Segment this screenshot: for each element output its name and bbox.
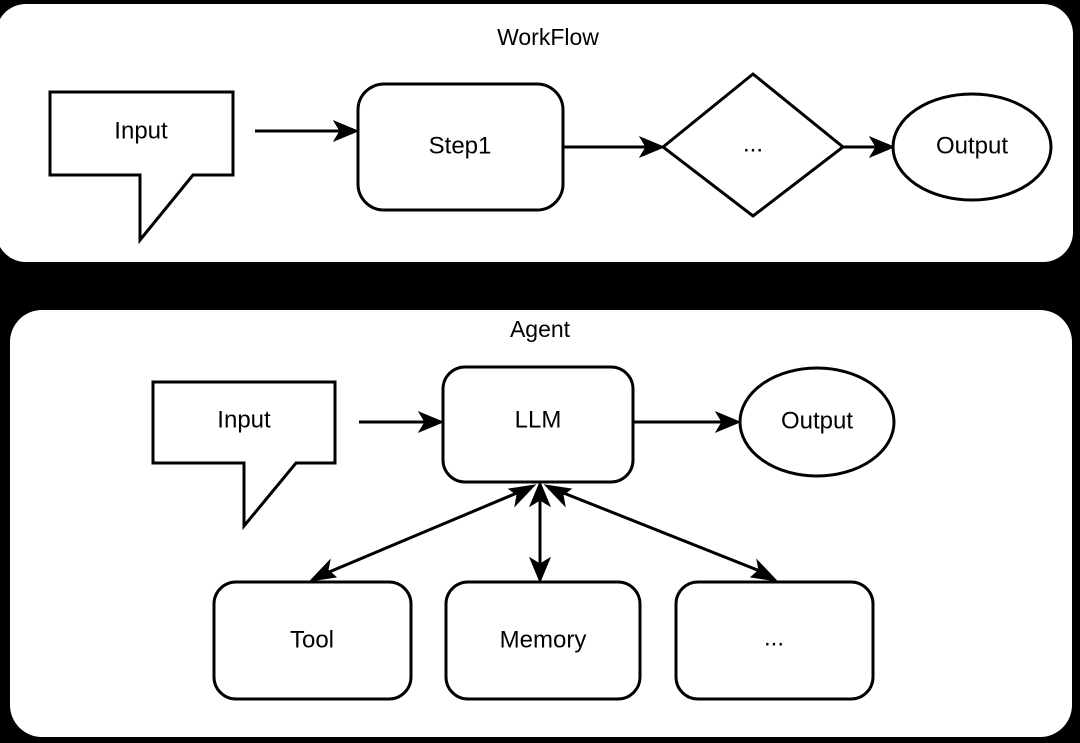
edge-wf-input-to-step1 [255, 119, 360, 143]
callout-shape [48, 90, 235, 245]
edge-ag-llm-to-memory [528, 480, 552, 584]
node-wf-step1-label: Step1 [429, 132, 492, 159]
node-wf-input[interactable]: Input [48, 90, 235, 245]
ellipse-shape [738, 366, 896, 478]
node-wf-input-label: Input [114, 117, 168, 144]
edge-ag-llm-to-dots [543, 484, 779, 582]
edge-wf-step1-to-dots [563, 135, 666, 159]
arrowhead-icon [308, 558, 338, 582]
node-ag-llm[interactable]: LLM [441, 365, 635, 484]
node-ag-memory[interactable]: Memory [444, 580, 642, 701]
panel-agent-title: Agent [510, 316, 571, 342]
node-ag-memory-label: Memory [500, 626, 587, 653]
arrowhead-icon [543, 484, 573, 508]
rounded-rect-shape [441, 365, 635, 484]
panel-workflow: WorkFlow Input Step1 [0, 4, 1073, 262]
arrowhead-icon [332, 119, 360, 143]
edge-line [321, 488, 525, 577]
node-ag-dots[interactable]: ... [674, 580, 875, 701]
rounded-rect-shape [212, 580, 413, 701]
arrowhead-icon [528, 480, 552, 508]
node-ag-tool[interactable]: Tool [212, 580, 413, 701]
callout-shape [151, 380, 337, 531]
node-ag-tool-label: Tool [290, 626, 334, 653]
node-wf-dots-label: ... [743, 130, 763, 157]
node-ag-output[interactable]: Output [738, 366, 896, 478]
edge-ag-input-to-llm [359, 410, 445, 434]
node-ag-input[interactable]: Input [151, 380, 337, 531]
node-ag-llm-label: LLM [515, 406, 562, 433]
arrowhead-icon [507, 484, 537, 508]
node-ag-input-label: Input [217, 406, 271, 433]
arrowhead-icon [868, 135, 896, 159]
arrowhead-icon [714, 410, 742, 434]
node-ag-dots-label: ... [764, 624, 784, 651]
node-wf-output-label: Output [936, 132, 1008, 159]
rounded-rect-shape [674, 580, 875, 701]
rounded-rect-shape [444, 580, 642, 701]
edge-ag-llm-to-output [633, 410, 742, 434]
edge-ag-llm-to-tool [308, 484, 537, 582]
panel-workflow-title: WorkFlow [497, 24, 599, 50]
ellipse-shape [891, 92, 1053, 202]
arrowhead-icon [528, 556, 552, 584]
edge-line [555, 488, 766, 575]
edge-wf-dots-to-output [843, 135, 896, 159]
node-wf-step1[interactable]: Step1 [356, 82, 565, 212]
node-wf-output[interactable]: Output [891, 92, 1053, 202]
node-ag-output-label: Output [781, 407, 853, 434]
arrowhead-icon [749, 558, 779, 582]
panel-agent: Agent Input LLM [10, 310, 1072, 737]
arrowhead-icon [417, 410, 445, 434]
arrowhead-icon [638, 135, 666, 159]
